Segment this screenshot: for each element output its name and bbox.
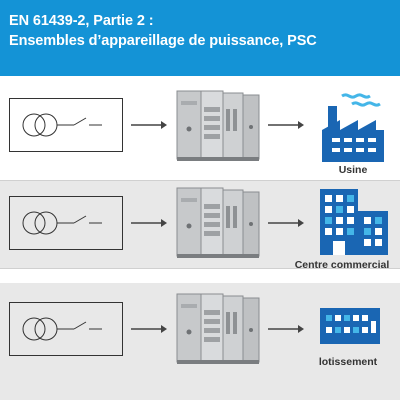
header: EN 61439-2, Partie 2 : Ensembles d’appar… [0,0,400,76]
switchgear-cabinet-icon [176,293,260,364]
row-divider-2 [0,268,400,269]
title-line-1: EN 61439-2, Partie 2 : [9,13,154,29]
housing-estate-icon [320,308,380,344]
transformer-switch-symbol-3 [9,302,123,356]
factory-icon [322,93,384,162]
arrow-icon [268,121,304,129]
destination-label-3: lotissement [318,356,378,368]
title-line-2: Ensembles d’appareillage de puissance, P… [9,33,317,49]
switchgear-cabinet-icon [176,187,260,258]
arrow-icon [131,121,167,129]
switchgear-cabinet-icon [176,90,260,161]
arrow-icon [131,219,167,227]
arrow-icon [131,325,167,333]
destination-label-1: Usine [338,164,368,176]
arrow-icon [268,325,304,333]
transformer-switch-symbol-2 [9,196,123,250]
shopping-center-icon [320,189,388,255]
row-divider-1 [0,180,400,181]
arrow-icon [268,219,304,227]
destination-label-2: Centre commercial [294,259,390,271]
transformer-switch-symbol-1 [9,98,123,152]
